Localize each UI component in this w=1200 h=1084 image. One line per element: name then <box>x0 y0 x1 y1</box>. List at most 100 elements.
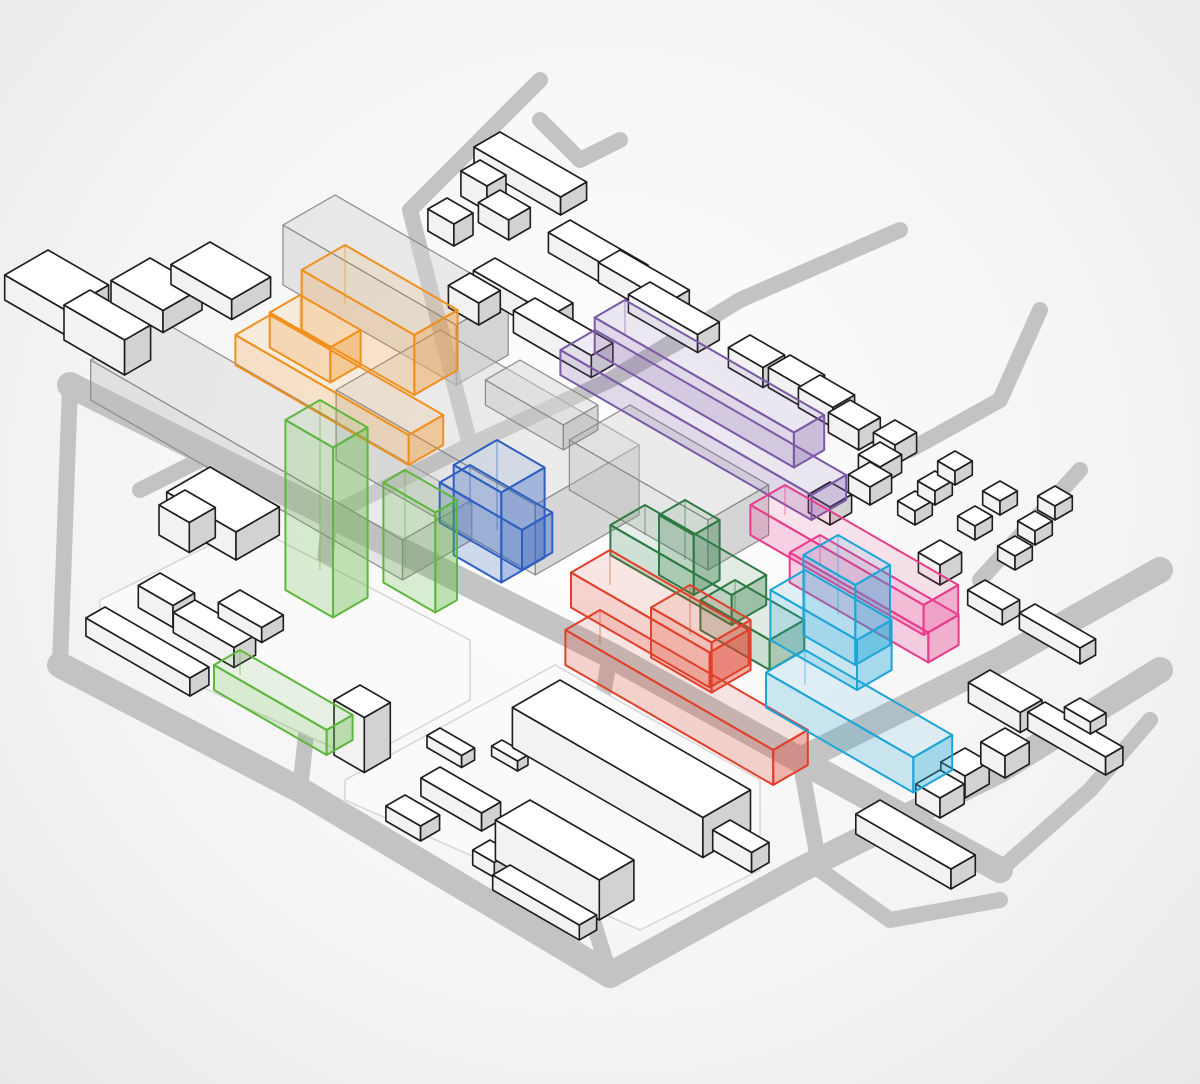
road-segment <box>602 222 908 388</box>
context-building-roof <box>967 669 1043 714</box>
context-building-roof <box>447 272 502 304</box>
context-building <box>427 197 474 247</box>
road-segment <box>132 452 208 498</box>
road-segment <box>992 712 1158 878</box>
context-house <box>981 480 1019 516</box>
context-building <box>854 799 977 890</box>
green-tower-block-face <box>434 499 458 614</box>
road-segment <box>532 112 628 168</box>
context-building <box>494 799 635 921</box>
context-building-roof <box>1018 603 1097 649</box>
context-building-roof <box>385 794 441 827</box>
road-segment <box>402 72 548 453</box>
context-building-roof <box>85 606 210 679</box>
green-tower-block-roof <box>284 399 369 449</box>
existing-canopy-roof <box>484 359 599 426</box>
context-building <box>627 281 721 354</box>
cyan-block-roof <box>765 649 954 759</box>
green-tower-block-roof <box>213 649 354 731</box>
context-building <box>63 289 152 376</box>
context-building <box>512 297 614 379</box>
context-building-roof <box>426 727 476 757</box>
orange-block <box>234 314 445 466</box>
context-building <box>491 864 598 941</box>
context-house <box>847 461 893 506</box>
green-tower-block-roof <box>382 469 458 514</box>
context-building <box>1026 701 1124 776</box>
context-house-roof <box>917 539 963 566</box>
context-house-roof <box>807 481 853 508</box>
context-building <box>158 489 217 554</box>
context-building-roof <box>137 572 196 607</box>
context-house <box>1016 510 1054 546</box>
cyan-block-roof <box>802 534 891 586</box>
red-block-roof <box>570 549 750 654</box>
context-tower-roof <box>333 684 392 719</box>
context-house <box>807 481 853 526</box>
dark-green-block-roof <box>658 499 721 536</box>
context-building <box>85 606 210 697</box>
context-building-roof <box>477 189 532 221</box>
pink-block <box>788 534 960 664</box>
context-building <box>426 727 476 769</box>
orange-block-roof <box>300 244 459 336</box>
context-house-roof <box>956 505 994 527</box>
context-building-roof <box>165 466 281 533</box>
context-building <box>420 766 502 832</box>
context-building-roof <box>494 799 635 881</box>
context-building <box>447 272 502 326</box>
red-block-roof <box>564 609 809 751</box>
red-block <box>564 609 809 786</box>
context-building <box>1063 697 1107 735</box>
cyan-block-roof <box>769 569 893 641</box>
cyan-block <box>802 534 891 666</box>
context-building <box>170 241 272 321</box>
green-tower-block <box>213 649 354 756</box>
context-house <box>936 450 974 486</box>
context-buildings-layer <box>3 131 1124 941</box>
context-house <box>1036 485 1074 521</box>
blue-block-roof <box>438 464 554 531</box>
context-house <box>996 535 1034 571</box>
context-building-roof <box>158 489 217 524</box>
orange-block <box>268 294 362 384</box>
context-building <box>979 727 1030 779</box>
ground-pad <box>344 664 761 931</box>
context-building-roof <box>966 579 1021 611</box>
context-building-roof <box>914 769 966 799</box>
road-segment <box>52 377 78 673</box>
existing-platform-roof <box>568 404 770 521</box>
purple-block <box>559 329 848 521</box>
context-building <box>1018 603 1097 665</box>
context-tower <box>333 684 392 774</box>
context-house-roof <box>797 374 856 409</box>
context-house-roof <box>996 535 1034 557</box>
context-building <box>385 794 441 842</box>
context-building <box>217 589 285 644</box>
context-building <box>914 769 966 819</box>
road-segment <box>787 557 1173 773</box>
context-building-roof <box>170 241 272 301</box>
proposed-blocks-layer <box>213 244 960 794</box>
context-house-roof <box>847 461 893 488</box>
context-house-roof <box>936 450 974 472</box>
context-building <box>711 819 770 874</box>
context-building-roof <box>627 281 721 336</box>
blue-block <box>452 439 546 584</box>
context-building <box>110 257 203 334</box>
green-tower-block-face <box>332 426 369 619</box>
context-building <box>966 579 1021 626</box>
existing-canopy <box>484 359 599 451</box>
red-block-roof <box>650 584 752 644</box>
context-house-roof <box>1016 510 1054 532</box>
context-house-roof <box>981 480 1019 502</box>
context-house-roof <box>1036 485 1074 507</box>
purple-block-roof <box>559 329 848 496</box>
context-building-roof <box>854 799 977 870</box>
context-house-roof <box>727 334 786 369</box>
context-building-roof <box>512 297 614 357</box>
context-building-roof <box>427 197 474 225</box>
pink-block-roof <box>788 534 960 634</box>
context-building <box>477 189 532 241</box>
